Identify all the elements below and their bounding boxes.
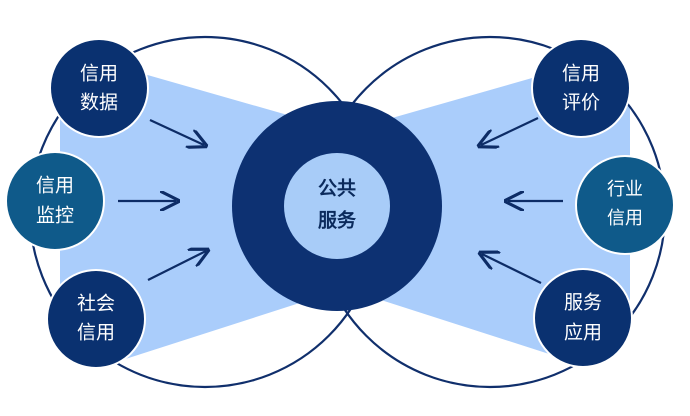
node-social-credit-line1: 社会 (77, 293, 115, 315)
center-label-line2: 服务 (318, 209, 357, 232)
node-industry-credit-line1: 行业 (607, 179, 643, 200)
node-industry-credit-line2: 信用 (607, 208, 643, 229)
node-credit-monitoring-line1: 信用 (36, 175, 74, 197)
node-credit-evaluation-line1: 信用 (562, 63, 600, 85)
node-credit-data: 信用 数据 (49, 38, 149, 138)
node-credit-data-line2: 数据 (80, 92, 118, 114)
node-credit-monitoring-line2: 监控 (36, 205, 74, 227)
node-credit-data-line1: 信用 (80, 63, 118, 85)
arrow-credit-evaluation (481, 117, 539, 145)
arrow-service-application (482, 254, 542, 284)
node-credit-monitoring: 信用 监控 (5, 151, 105, 251)
node-credit-evaluation: 信用 评价 (531, 38, 631, 138)
center-label-line1: 公共 (318, 178, 356, 200)
node-service-application: 服务 应用 (533, 268, 633, 368)
node-service-application-line2: 应用 (564, 322, 602, 344)
arrow-social-credit (147, 251, 206, 281)
node-social-credit: 社会 信用 (46, 269, 146, 369)
node-social-credit-line2: 信用 (77, 322, 115, 344)
center-core (284, 153, 390, 259)
node-credit-evaluation-line2: 评价 (562, 92, 600, 114)
node-service-application-line1: 服务 (564, 292, 602, 314)
arrow-credit-data (149, 119, 204, 145)
node-industry-credit: 行业 信用 (575, 155, 675, 255)
